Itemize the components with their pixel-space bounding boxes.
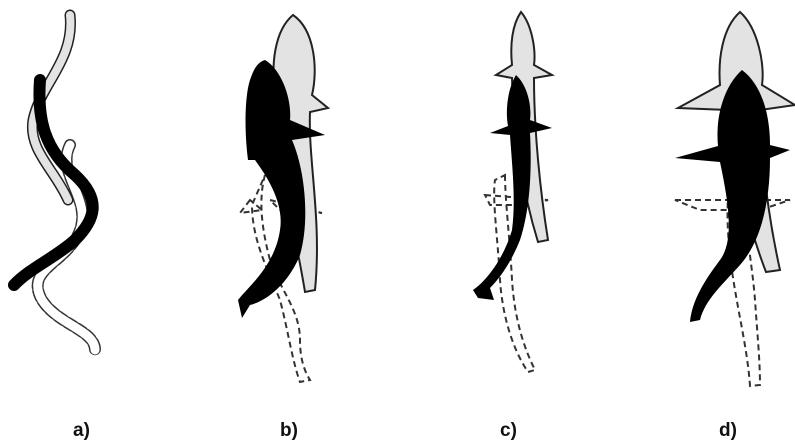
panel-d-label: d) — [719, 420, 737, 442]
panel-a-label: a) — [73, 420, 90, 442]
panel-d-diagram — [675, 12, 795, 386]
panel-c-diagram — [473, 12, 552, 372]
panel-b-diagram — [238, 15, 328, 382]
panel-b-label: b) — [280, 420, 298, 442]
panel-c-label: c) — [500, 420, 517, 442]
panel-a-diagram — [14, 15, 95, 350]
